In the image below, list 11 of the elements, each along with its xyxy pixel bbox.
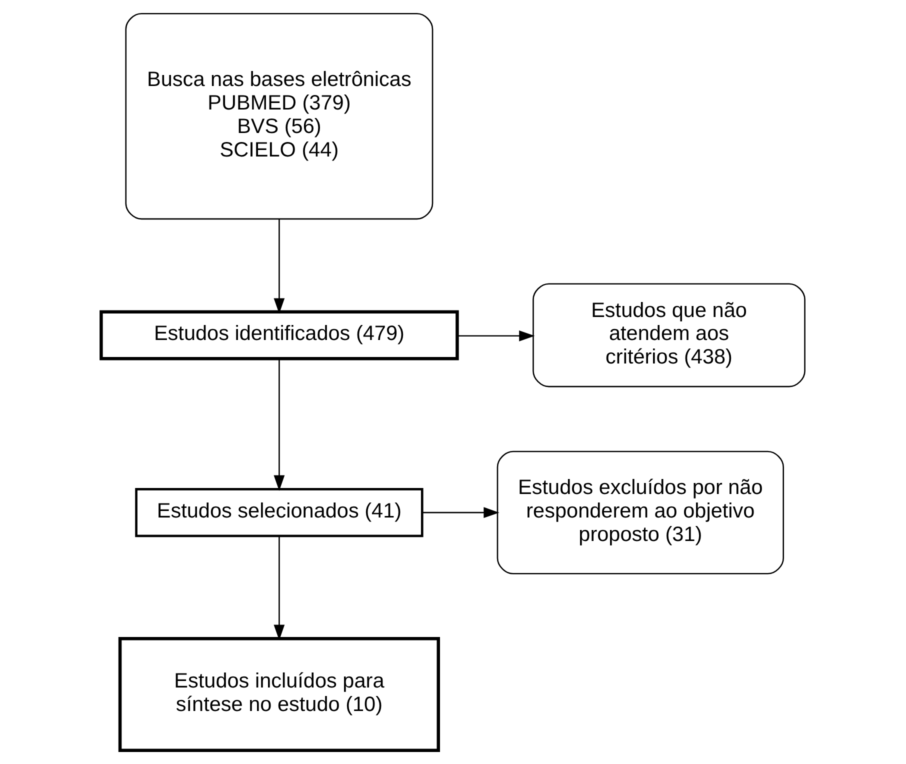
node-box: Estudos selecionados (41): [135, 488, 424, 538]
node-box: Estudos identificados (479): [100, 310, 459, 360]
arrow: [274, 358, 285, 491]
arrow: [458, 330, 535, 342]
node-box: Estudos excluídos por não responderem ao objetivo proposto (31): [496, 450, 784, 574]
node-box: Busca nas bases eletrônicas PUBMED (379) BVS (56) SCIELO (44): [125, 12, 434, 220]
node-box: Estudos incluídos para síntese no estudo (10): [118, 637, 440, 752]
arrow: [422, 507, 500, 518]
arrow: [274, 219, 285, 314]
arrow: [274, 536, 285, 640]
node-box: Estudos que não atendem aos critérios (438): [532, 283, 806, 388]
